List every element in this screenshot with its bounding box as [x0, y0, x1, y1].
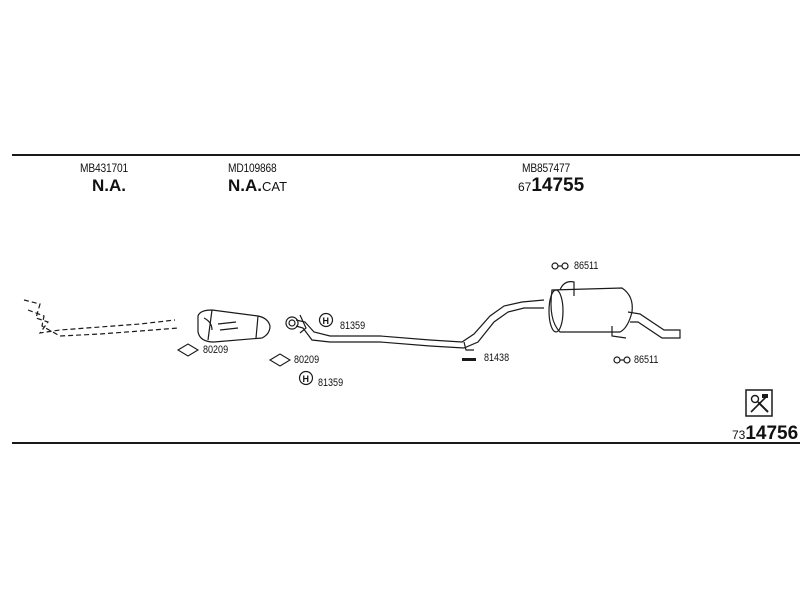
callout-hanger-mid: 81438: [484, 352, 510, 364]
model-2-text: N.A.: [228, 176, 262, 195]
rubber-mount-bottom-icon: [613, 356, 631, 364]
top-rule: [12, 154, 800, 156]
part-number-2: MD109868: [228, 161, 277, 175]
bolt-upper-icon: H: [318, 312, 334, 328]
intermediate-pipe: [285, 299, 545, 351]
hanger-bar-icon: [462, 358, 476, 361]
model-label-1: N.A.: [92, 177, 126, 194]
svg-text:H: H: [303, 374, 310, 384]
svg-text:H: H: [323, 316, 330, 326]
bottom-rule: [12, 442, 800, 444]
catalytic-converter: [197, 309, 271, 343]
model-1-text: N.A.: [92, 176, 126, 195]
tools-icon: [745, 389, 773, 417]
front-gasket-shape: [176, 343, 200, 357]
part-number-1: MB431701: [80, 161, 128, 175]
mid-gasket-shape: [268, 353, 292, 367]
rubber-mount-top-icon: [551, 262, 569, 270]
callout-rubber-top: 86511: [574, 260, 599, 272]
callout-mid-gasket: 80209: [294, 354, 320, 366]
reference-number-bottom: 7314756: [732, 424, 798, 443]
model-2-suffix: CAT: [262, 179, 288, 194]
part-number-3: MB857477: [522, 161, 570, 175]
callout-bolt-lower: 81359: [318, 377, 344, 389]
rear-muffler: [548, 281, 681, 339]
model-label-2: N.A.CAT: [228, 177, 287, 194]
reference-number-top: 6714755: [518, 176, 584, 195]
reference-prefix-bottom: 73: [732, 428, 746, 442]
callout-bolt-upper: 81359: [340, 320, 366, 332]
reference-main-top: 14755: [531, 175, 585, 196]
front-pipe-dashed: [23, 299, 179, 337]
bolt-lower-icon: H: [298, 370, 314, 386]
callout-front-gasket: 80209: [203, 344, 229, 356]
reference-main-bottom: 14756: [745, 423, 799, 444]
callout-rubber-bottom: 86511: [634, 354, 659, 366]
reference-prefix-top: 67: [518, 180, 532, 194]
